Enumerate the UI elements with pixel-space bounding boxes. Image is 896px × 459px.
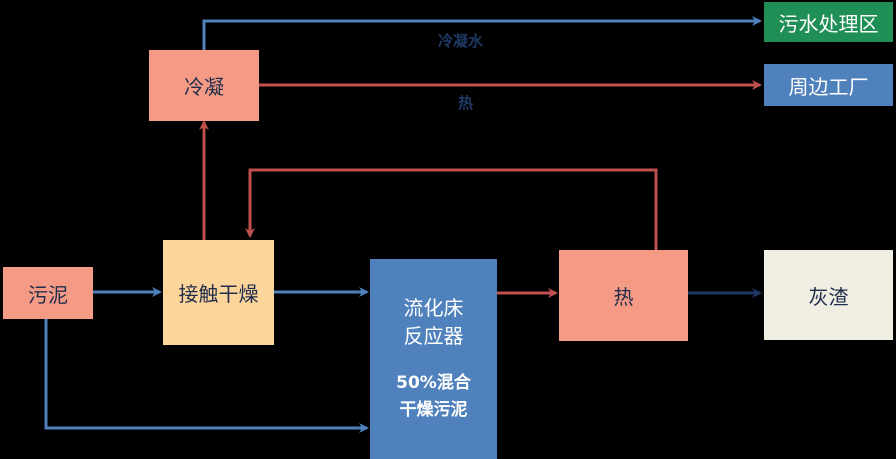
sludge-node-label: 污泥: [28, 282, 68, 307]
fluidized-bed-reactor-node: 流化床 反应器 50%混合 干燥污泥: [370, 259, 497, 459]
reactor-label-line1: 流化床: [403, 296, 464, 320]
wastewater-treatment-node-label: 污水处理区: [778, 11, 879, 36]
heat-node: 热: [559, 250, 688, 341]
heat-node-label: 热: [613, 285, 634, 309]
ash-node: 灰渣: [764, 250, 893, 340]
sludge-node: 污泥: [3, 267, 93, 319]
arrow-heat-loop-to-dryer: [245, 168, 658, 250]
reactor-note-line2: 干燥污泥: [399, 400, 468, 420]
nearby-factory-node-label: 周边工厂: [788, 74, 869, 99]
heat-edge-label: 热: [458, 94, 474, 112]
reactor-label-line2: 反应器: [403, 324, 464, 348]
contact-dryer-node-label: 接触干燥: [178, 282, 259, 306]
condense-node-label: 冷凝: [184, 75, 224, 99]
wastewater-treatment-node: 污水处理区: [764, 2, 893, 42]
ash-node-label: 灰渣: [808, 284, 849, 309]
arrow-sludge-bypass-to-reactor: [44, 318, 369, 433]
condense-node: 冷凝: [149, 50, 259, 121]
contact-dryer-node: 接触干燥: [163, 240, 274, 345]
nearby-factory-node: 周边工厂: [764, 64, 893, 106]
reactor-note-line1: 50%混合: [396, 373, 471, 393]
arrow-condense-to-wastewater: [202, 16, 762, 50]
condensate-water-label: 冷凝水: [438, 32, 484, 50]
